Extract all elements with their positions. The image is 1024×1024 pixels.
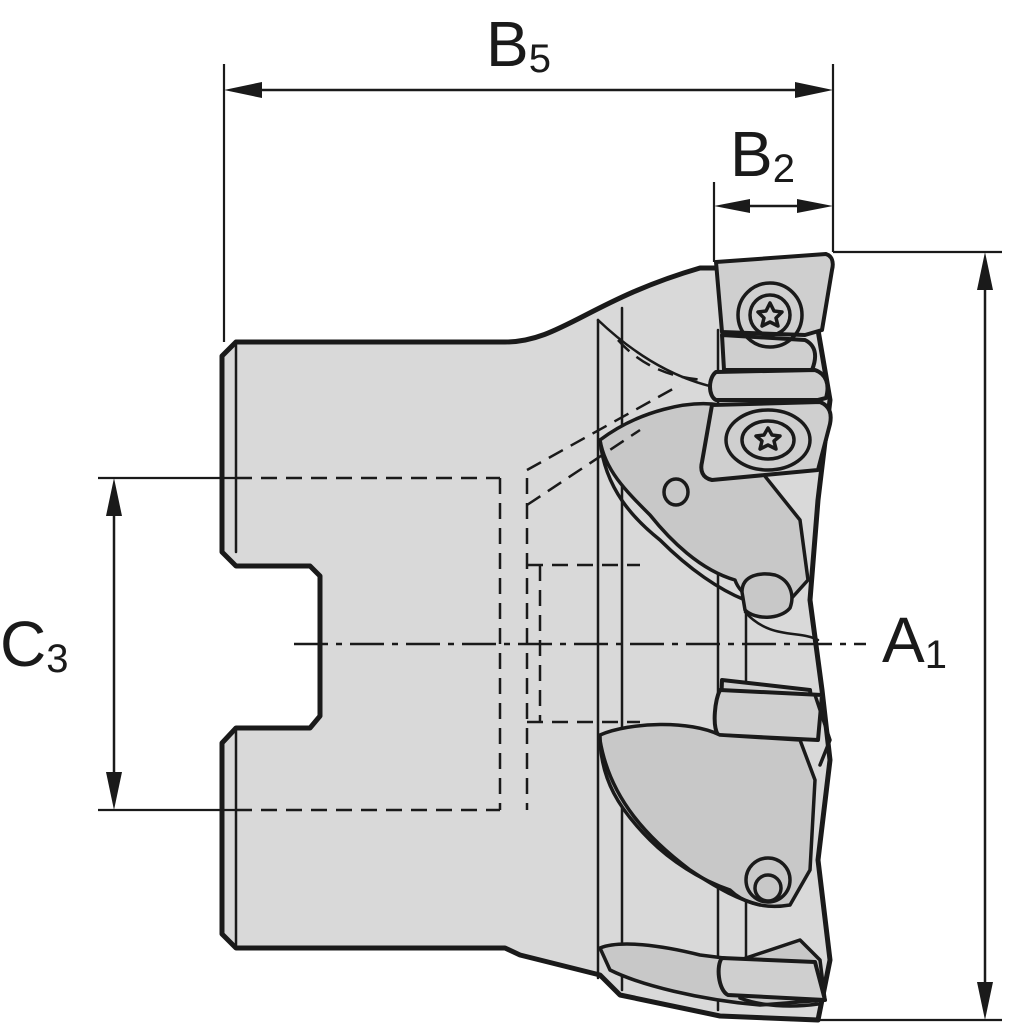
b5-arrow-right [795, 82, 833, 98]
coolant-hole [662, 477, 690, 507]
bore-hidden-step-2 [526, 383, 681, 472]
label-b5: B5 [486, 8, 551, 81]
bottom-insert-edge [738, 996, 820, 1008]
height-arrow-top [977, 252, 993, 290]
upper-gullet [740, 572, 794, 619]
middle-insert-edge [813, 693, 832, 767]
b2-arrow-left [714, 199, 750, 213]
c3-arrow-top [106, 478, 122, 516]
upper-pocket-edge [598, 438, 747, 602]
torx-screw-icon [724, 408, 812, 472]
shoulder-curve-1 [596, 318, 720, 390]
label-b2: B2 [730, 118, 795, 191]
shoulder-curve-hidden [617, 339, 706, 382]
gullet-to-axis [743, 610, 820, 642]
lower-pocket-edge [598, 738, 762, 907]
c3-arrow-bottom [106, 772, 122, 810]
b2-arrow-right [797, 199, 833, 213]
b5-arrow-left [224, 82, 262, 98]
top-wedge [720, 333, 818, 372]
height-arrow-bottom [977, 982, 993, 1020]
label-a1: A1 [882, 604, 947, 677]
label-c3: C3 [0, 608, 68, 681]
middle-insert [712, 688, 824, 742]
second-insert-clamp [708, 368, 830, 402]
torx-screw-icon [736, 281, 804, 349]
upper-chip-pocket [598, 402, 810, 605]
bore-hidden-step-1 [526, 428, 641, 507]
torx-screw-icon [744, 856, 792, 904]
bottom-insert-clamp [716, 956, 827, 1002]
